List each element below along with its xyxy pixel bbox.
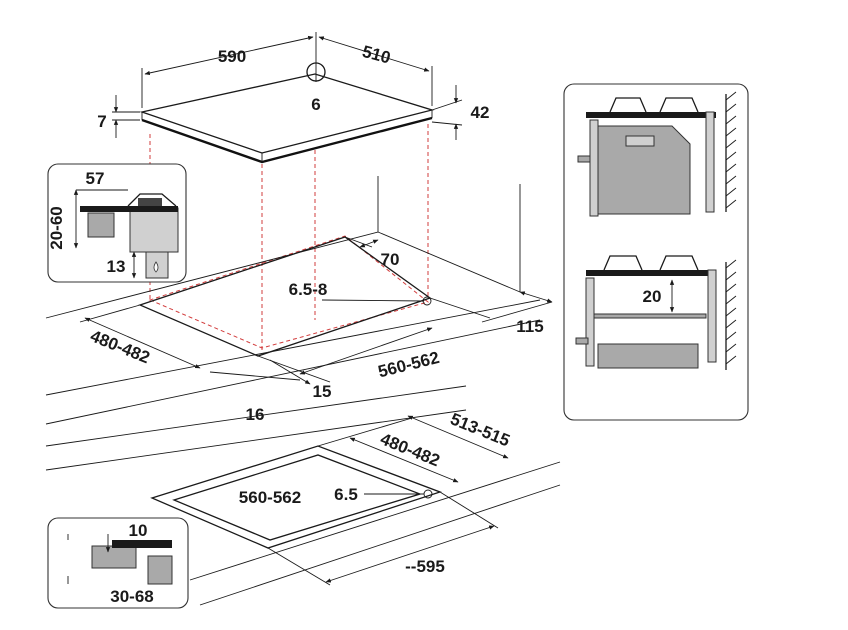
dim-label-cut-width: 560-562 [376, 348, 441, 382]
dim-label-cut-depth-lower: 480-482 [378, 429, 443, 470]
dim-label-height: 42 [471, 103, 490, 122]
hob-top-view: 590 510 7 6 42 [97, 32, 490, 164]
drawer [597, 343, 699, 369]
dim-label-gas-inlet: 6 [311, 95, 320, 114]
dim-label-inlet-pos-lower: 6.5 [334, 485, 358, 504]
hob-plate [139, 73, 435, 154]
dim-label-inlet-pos: 6.5-8 [289, 280, 328, 299]
oven [597, 125, 691, 215]
inset-label-flush-bottom: 30-68 [110, 587, 153, 606]
dim-line-510 [318, 36, 430, 72]
inset-label-gap: 20 [643, 287, 662, 306]
dim-label-cut-width-lower: 560-562 [239, 488, 301, 507]
gas-pipe-hole-lower-icon [423, 489, 433, 499]
worktop-upper: 70 6.5-8 480-482 115 560-562 15 16 [45, 176, 553, 425]
dim-label-side-min: 115 [516, 317, 543, 336]
inset-label-top: 57 [86, 169, 105, 188]
inset-cabinet-views: 20 [563, 83, 749, 421]
dim-label-edge: 16 [246, 405, 265, 424]
inset-gas-connection: 57 20-60 13 [47, 163, 187, 283]
dim-label-width: 590 [218, 47, 246, 66]
hob-edge [141, 116, 433, 164]
dim-label-cut-depth: 480-482 [88, 326, 153, 367]
inset-label-bottom: 13 [107, 257, 126, 276]
dim-label-depth: 510 [360, 42, 392, 68]
dim-label-rear-gap: 70 [381, 250, 400, 269]
dim-label-outer-depth: 513-515 [448, 409, 513, 450]
gas-drop-icon [153, 261, 159, 273]
dim-label-front-gap: 15 [313, 382, 332, 401]
dim-line-590 [144, 35, 314, 76]
dim-label-outer-width: --595 [405, 557, 445, 576]
projection-lines [148, 124, 430, 352]
inset-flush-mount: 10 30-68 [47, 517, 189, 609]
dim-label-thickness: 7 [97, 112, 106, 131]
inset-label-flush-top: 10 [129, 521, 148, 540]
inset-label-range: 20-60 [47, 206, 66, 249]
